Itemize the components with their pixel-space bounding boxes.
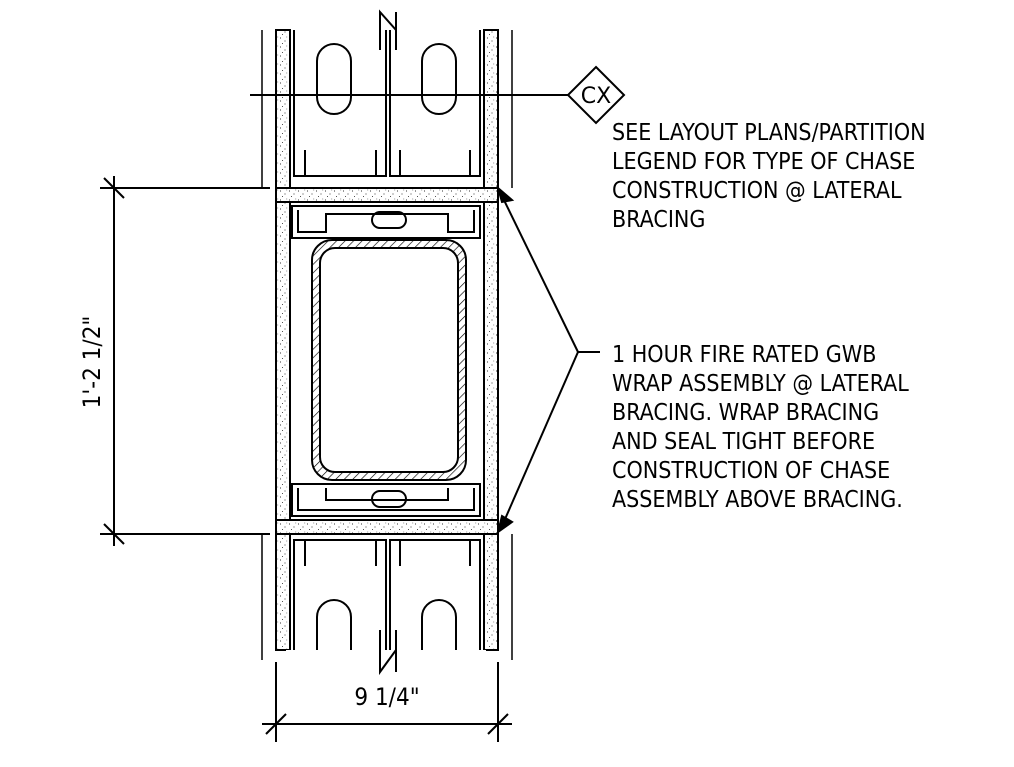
gwb-left-lower [275,527,291,651]
gwb-left-upper [275,29,291,189]
horizontal-dimension [262,662,512,742]
wrap-note-line-6: ASSEMBLY ABOVE BRACING. [612,487,903,513]
vertical-dimension-label: 1'-2 1/2" [78,316,106,409]
chase-note-line-4: BRACING [612,207,705,233]
chase-note: SEE LAYOUT PLANS/PARTITION LEGEND FOR TY… [612,120,932,233]
chase-note-line-1: SEE LAYOUT PLANS/PARTITION [612,120,926,146]
wrap-note: 1 HOUR FIRE RATED GWB WRAP ASSEMBLY @ LA… [612,342,915,513]
outer-lines [261,30,513,660]
gwb-left-mid [275,187,291,529]
cx-tag: CX [250,65,626,125]
wrap-note-line-4: AND SEAL TIGHT BEFORE [612,429,875,455]
gwb-right-lower [483,527,499,651]
wrap-leader [496,185,600,535]
upper-studs [293,30,481,177]
stud-knockout-upper-left [316,43,352,115]
vertical-dimension [100,176,270,546]
break-line-bottom [379,630,397,676]
gwb-right-mid [483,187,499,529]
bracing-channels [291,205,481,517]
gwb-right-upper [483,29,499,189]
stud-knockout-upper-right [421,43,457,115]
break-line-top [379,9,397,50]
gypsum-board-layers [275,29,499,651]
wrap-note-line-3: BRACING. WRAP BRACING [612,400,879,426]
chase-note-line-3: CONSTRUCTION @ LATERAL [612,178,902,204]
horizontal-dimension-label: 9 1/4" [354,683,419,711]
wrap-note-line-1: 1 HOUR FIRE RATED GWB [612,342,876,368]
cx-label: CX [581,84,611,109]
wrap-note-line-5: CONSTRUCTION OF CHASE [612,458,890,484]
bracing-slot-bottom [371,490,407,508]
gwb-top-horizontal [275,187,499,203]
bracing-slot-top [371,211,407,229]
tube-steel-brace [311,239,467,481]
wrap-note-line-2: WRAP ASSEMBLY @ LATERAL [612,371,909,397]
chase-note-line-2: LEGEND FOR TYPE OF CHASE [612,149,915,175]
cx-diamond [566,65,626,125]
gwb-bottom-horizontal [275,519,499,535]
